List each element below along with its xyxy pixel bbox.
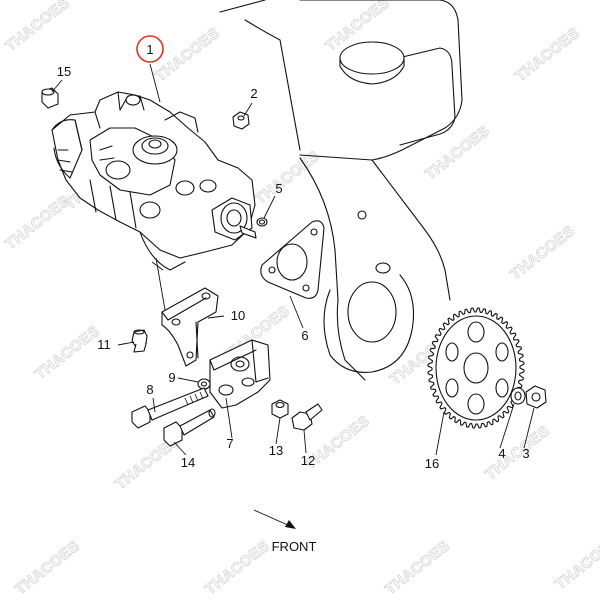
part-8-bolt <box>131 387 209 429</box>
watermark-text: THACOES <box>422 122 493 183</box>
watermark-text: THACOES <box>382 537 453 598</box>
callout-5: 5 <box>275 181 282 196</box>
callout-13: 13 <box>269 443 283 458</box>
callout-6: 6 <box>301 328 308 343</box>
callout-16: 16 <box>425 456 439 471</box>
callout-7: 7 <box>226 436 233 451</box>
part-12-bolt <box>291 403 323 431</box>
highlight-circle <box>136 35 164 63</box>
watermark-text: THACOES <box>2 0 73 55</box>
callout-12: 12 <box>301 453 315 468</box>
watermark-text: THACOES <box>12 537 83 598</box>
callout-14: 14 <box>181 455 195 470</box>
part-13-nut <box>271 399 289 419</box>
watermark-text: THACOES <box>202 537 273 598</box>
part-6-gasket <box>260 220 325 299</box>
front-direction-indicator: FRONT <box>253 509 317 554</box>
part-5-ring <box>256 217 268 227</box>
callout-labels: 1 2 3 4 5 6 7 8 9 10 11 12 13 14 15 16 <box>57 42 530 471</box>
part-2-nut <box>232 111 250 130</box>
callout-4: 4 <box>498 446 505 461</box>
front-label: FRONT <box>272 539 317 554</box>
callout-15: 15 <box>57 64 71 79</box>
part-7-support <box>209 339 271 409</box>
watermark-text: THACOES <box>482 422 553 483</box>
front-arrow-icon <box>285 520 296 529</box>
part-16-gear <box>427 307 525 429</box>
watermark-text: THACOES <box>552 532 600 593</box>
part-3-nut <box>525 385 547 409</box>
leader-lines <box>51 63 535 456</box>
callout-11: 11 <box>97 337 111 352</box>
callout-3: 3 <box>522 446 529 461</box>
part-11-bolt <box>131 329 148 353</box>
front-arrow-line <box>253 509 291 527</box>
part-14-bolt <box>163 408 216 447</box>
callout-9: 9 <box>168 370 175 385</box>
watermark-text: THACOES <box>2 192 73 253</box>
injection-pump-drawing <box>51 91 257 271</box>
callout-8: 8 <box>146 382 153 397</box>
engine-block-drawing <box>219 0 463 381</box>
part-10-bracket <box>161 287 219 367</box>
callout-1: 1 <box>146 42 153 57</box>
part-15-cap <box>41 87 59 109</box>
watermark-text: THACOES <box>152 24 223 85</box>
watermark-text: THACOES <box>32 322 103 383</box>
watermark-text: THACOES <box>512 24 583 85</box>
part-4-washer <box>510 387 526 405</box>
callout-10: 10 <box>231 308 245 323</box>
watermark-text: THACOES <box>507 222 578 283</box>
callout-2: 2 <box>250 86 257 101</box>
